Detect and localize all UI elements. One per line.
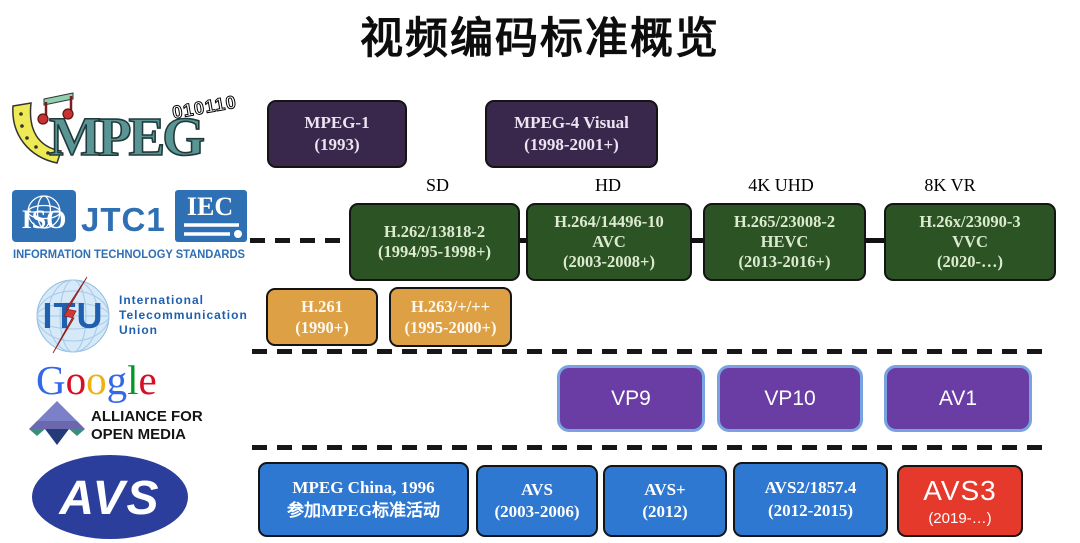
mpeg-logo-text: MPEG <box>49 106 204 167</box>
box-line: H.26x/23090-3 <box>919 211 1021 231</box>
filmstrip-icon <box>12 102 62 164</box>
iso-caption: INFORMATION TECHNOLOGY STANDARDS <box>13 247 245 261</box>
itu-logo: ITU International Telecommunication Unio… <box>15 276 250 354</box>
box-line: (1998-2001+) <box>524 135 619 154</box>
box-h265-hevc: H.265/23008-2 HEVC (2013-2016+) <box>703 203 866 281</box>
connector <box>691 238 704 243</box>
google-letter: g <box>106 357 128 403</box>
box-line: H.265/23008-2 <box>733 211 836 231</box>
label-8k-vr: 8K VR <box>924 175 976 195</box>
box-vp10: VP10 <box>717 365 863 432</box>
box-line: MPEG China, 1996 <box>292 478 435 498</box>
google-letter: o <box>86 357 107 403</box>
box-line: HEVC <box>760 231 809 251</box>
box-line: H.263/+/++ <box>410 296 491 316</box>
iec-square <box>175 190 247 242</box>
aom-diamond-icon <box>29 401 85 445</box>
jtc1-text: JTC1 <box>81 201 166 238</box>
connector <box>519 238 527 243</box>
box-line: AVS3 <box>923 475 997 507</box>
label-sd: SD <box>425 175 449 195</box>
box-line: VP9 <box>611 386 651 410</box>
box-line: (2012) <box>642 502 688 521</box>
box-vp9: VP9 <box>557 365 705 432</box>
box-line: MPEG-1 <box>304 112 370 132</box>
box-line: 参加MPEG标准活动 <box>287 500 440 520</box>
box-av1: AV1 <box>884 365 1032 432</box>
box-line: AV1 <box>938 386 978 410</box>
box-line: AVS+ <box>644 479 686 499</box>
box-line: (1990+) <box>295 318 349 337</box>
connector <box>865 238 885 243</box>
box-line: AVS2/1857.4 <box>764 478 857 498</box>
google-letter: e <box>138 357 157 403</box>
lightning-bolt-icon <box>52 276 88 354</box>
box-line: (2020-…) <box>937 252 1003 272</box>
google-letter: G <box>36 357 66 403</box>
itu-name-line1: International <box>119 293 204 307</box>
box-h264-avc: H.264/14496-10 AVC (2003-2008+) <box>526 203 692 281</box>
music-notes-icon <box>37 92 74 125</box>
box-line: (2013-2016+) <box>738 252 831 272</box>
box-line: (1994/95-1998+) <box>378 242 491 261</box>
box-line: (1995-2000+) <box>404 318 497 337</box>
aom-text-line1: ALLIANCE FOR <box>91 408 203 425</box>
avs-logo-text: AVS <box>58 472 160 525</box>
box-line: (2019-…) <box>928 510 992 528</box>
box-line: (2012-2015) <box>768 500 853 520</box>
box-h261: H.261 (1990+) <box>266 288 378 346</box>
timeline-dash-joint <box>250 238 350 243</box>
google-logo: Google <box>36 356 157 404</box>
box-avs3: AVS3 (2019-…) <box>897 465 1023 537</box>
box-avs: AVS (2003-2006) <box>476 465 598 537</box>
iso-square <box>12 190 76 242</box>
iso-text: ISO <box>22 205 67 234</box>
box-line: AVS <box>521 479 553 499</box>
itu-name-line2: Telecommunication <box>119 308 248 322</box>
label-4k-uhd: 4K UHD <box>748 175 814 195</box>
box-line: MPEG-4 Visual <box>514 112 629 132</box>
box-mpeg4-visual: MPEG-4 Visual (1998-2001+) <box>485 100 658 168</box>
box-line: H.262/13818-2 <box>383 221 486 241</box>
mpeg-logo: MPEG 010110 <box>5 90 240 172</box>
google-letter: l <box>127 357 139 403</box>
box-avs2: AVS2/1857.4 (2012-2015) <box>733 462 888 537</box>
aom-text-line2: OPEN MEDIA <box>91 426 186 443</box>
box-line: VVC <box>952 231 988 251</box>
timeline-dash-avs <box>252 445 1047 450</box>
box-line: AVC <box>592 231 626 251</box>
mpeg-binary-digits: 010110 <box>171 92 239 123</box>
avs-logo: AVS <box>28 452 192 542</box>
box-line: H.264/14496-10 <box>554 211 664 231</box>
box-mpeg1: MPEG-1 (1993) <box>267 100 407 168</box>
box-line: VP10 <box>764 386 816 410</box>
box-line: (1993) <box>314 135 360 154</box>
google-letter: o <box>65 357 87 403</box>
box-line: H.261 <box>301 296 343 316</box>
box-h262: H.262/13818-2 (1994/95-1998+) <box>349 203 520 281</box>
timeline-dash-google-aom <box>252 349 1047 354</box>
page-title: 视频编码标准概览 <box>360 15 720 63</box>
iso-jtc1-iec-logo: ISO JTC1 IEC INFORMATION TECHNOLOGY STAN… <box>12 190 247 262</box>
iec-text: IEC <box>187 192 233 221</box>
box-h263: H.263/+/++ (1995-2000+) <box>389 287 512 347</box>
box-line: (2003-2006) <box>494 502 580 521</box>
globe-icon <box>27 195 61 229</box>
aom-logo: ALLIANCE FOR OPEN MEDIA <box>28 400 203 446</box>
label-hd: HD <box>595 175 621 195</box>
box-h26x-vvc: H.26x/23090-3 VVC (2020-…) <box>884 203 1056 281</box>
box-mpeg-china: MPEG China, 1996 参加MPEG标准活动 <box>258 462 469 537</box>
box-avs-plus: AVS+ (2012) <box>603 465 727 537</box>
itu-name-line3: Union <box>119 323 158 337</box>
avs-ellipse <box>32 455 188 539</box>
box-line: (2003-2008+) <box>563 252 655 272</box>
